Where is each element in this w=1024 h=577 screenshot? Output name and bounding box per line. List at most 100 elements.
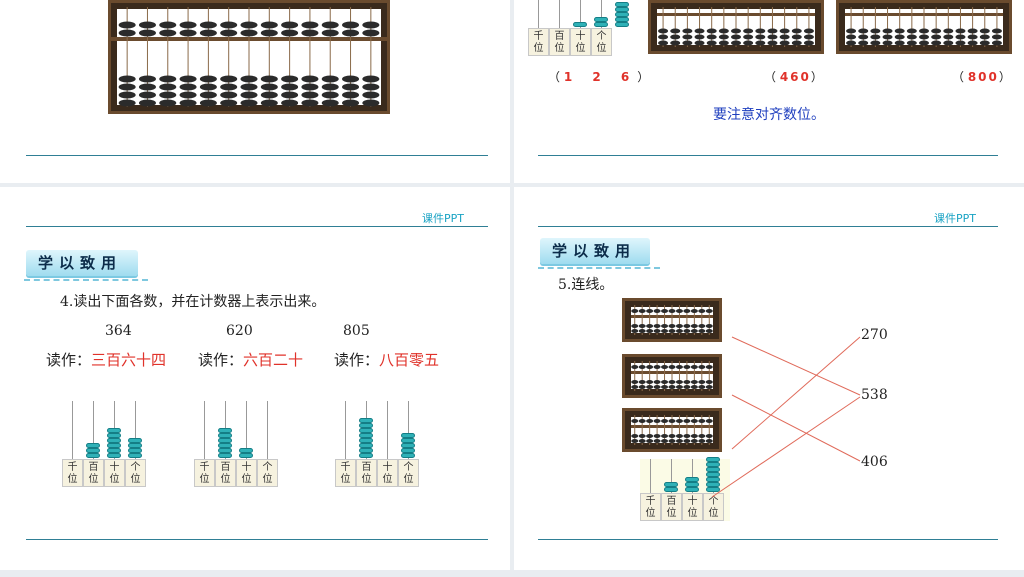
counter-base: 千位百位十位个位 [62,459,146,487]
target-538: 538 [861,387,888,403]
counter-bead [107,453,121,458]
counter-bead [401,438,415,443]
section-tag-label: 学以致用 [552,242,637,260]
counter-bead [107,438,121,443]
counter-cell: 百位 [215,459,236,487]
counter-bead [706,477,720,482]
question-text: 5.连线。 [558,277,614,293]
counter-bead [706,482,720,487]
counter-cell: 个位 [257,459,278,487]
counter-126: 千位 百位 十位 个位 [528,0,629,56]
counter-bead [706,467,720,472]
abacus-image [108,0,390,114]
abacus-option-1 [622,298,722,342]
counter-cell: 十位 [377,459,398,487]
counter-base: 千位百位十位个位 [194,459,278,487]
slide-top-right: 千位 百位 十位 个位 （ 1 2 6） （ 460） （ 800） 要注意对齐… [514,0,1024,183]
header-line [26,226,488,227]
counter-bead [239,453,253,458]
number-620: 620 [226,323,253,339]
footer-line [538,155,998,156]
cell-tens: 十位 [570,28,591,56]
section-tag-label: 学以致用 [38,254,123,272]
counter-bead [664,487,678,492]
answer-2: （ 460） [764,70,823,84]
counter-cell: 千位 [194,459,215,487]
connect-line-4 [711,396,861,498]
counter-cell: 个位 [703,493,724,521]
counter-option-4: 千位百位十位个位 [640,457,730,521]
counter-cell: 千位 [335,459,356,487]
abacus-option-2 [622,354,722,398]
counter-bead [86,448,100,453]
counter-bead [706,462,720,467]
counter-bead [359,428,373,433]
counter-364: 千位百位十位个位 [62,401,152,487]
counter-bead [401,453,415,458]
counter-bead [401,448,415,453]
reading-3: 读作：八百零五 [334,351,440,369]
counter-cell: 个位 [398,459,419,487]
footer-line [26,539,488,540]
counter-cell: 百位 [661,493,682,521]
answer-1-value: 1 2 6 [563,70,638,84]
connect-line-1 [731,336,861,396]
cell-thousands: 千位 [528,28,549,56]
abacus-460 [648,0,824,54]
reading-2-value: 六百二十 [243,351,304,369]
counter-805: 千位百位十位个位 [335,401,425,487]
counter-bead [128,438,142,443]
tag-underline [538,267,660,269]
section-tag: 学以致用 [26,250,138,276]
cell-hundreds: 百位 [549,28,570,56]
counter-bead [359,453,373,458]
counter-bead [401,433,415,438]
note-text: 要注意对齐数位。 [713,107,825,123]
slide-top-left [0,0,510,183]
header-line [538,226,998,227]
counter-bead [218,448,232,453]
counter-cell: 千位 [640,493,661,521]
counter-bead [218,443,232,448]
counter-bead [706,487,720,492]
counter-bead [218,428,232,433]
counter-bead [107,443,121,448]
counter-bead [218,438,232,443]
target-270: 270 [861,327,888,343]
counter-bead [706,472,720,477]
slide-bottom-left: 课件PPT 学以致用 4.读出下面各数，并在计数器上表示出来。 364 620 … [0,187,510,570]
abacus-option-3 [622,408,722,452]
counter-bead [359,448,373,453]
counter-cell: 十位 [682,493,703,521]
counter-bead [107,448,121,453]
slide-bottom-right: 课件PPT 学以致用 5.连线。 千位百位十位个位 270 538 406 [514,187,1024,570]
counter-620: 千位百位十位个位 [194,401,284,487]
question-text: 4.读出下面各数，并在计数器上表示出来。 [60,294,326,310]
connect-line-2 [731,394,861,462]
answer-3: （ 800） [952,70,1011,84]
counter-cell: 十位 [236,459,257,487]
counter-bead [706,457,720,462]
reading-3-value: 八百零五 [379,351,440,369]
counter-bead [128,453,142,458]
counter-bead [107,428,121,433]
abacus-800 [836,0,1012,54]
counter-bead [359,433,373,438]
cell-ones: 个位 [591,28,612,56]
reading-1-value: 三百六十四 [91,351,167,369]
counter-bead [86,453,100,458]
number-364: 364 [105,323,132,339]
abacus-beads [117,7,381,107]
counter-base: 千位百位十位个位 [335,459,419,487]
counter-bead [685,482,699,487]
counter-bead [128,448,142,453]
counter-bead [218,453,232,458]
counter-cell: 十位 [104,459,125,487]
connect-line-3 [731,336,861,450]
counter-bead [128,443,142,448]
counter-bead [107,433,121,438]
footer-line [26,155,488,156]
counter-bead [664,482,678,487]
counter-bead [86,443,100,448]
counter-bead [359,443,373,448]
